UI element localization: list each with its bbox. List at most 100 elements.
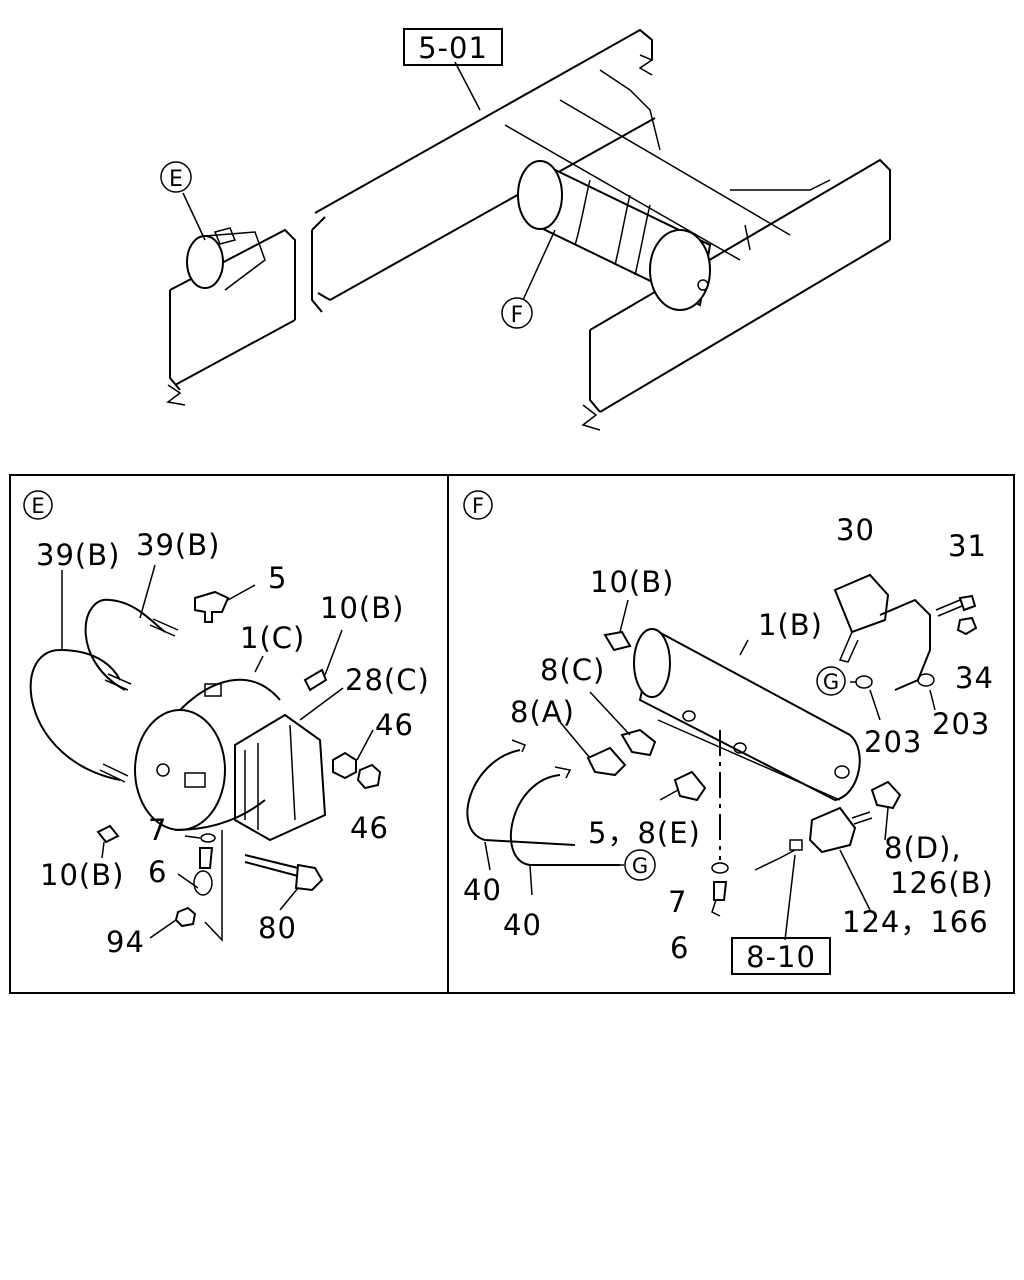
fitting-8a <box>586 746 627 777</box>
callout-e-circle <box>160 161 192 193</box>
fitting-8d <box>870 780 902 810</box>
label-28c: 28(C) <box>345 663 430 697</box>
ref-box-8-10 <box>731 937 831 975</box>
label-10b-f: 10(B) <box>590 565 674 599</box>
u-bolt-thread-a <box>99 763 129 783</box>
washer-203-a <box>855 675 873 689</box>
tank-e-plate <box>184 772 206 788</box>
label-5: 5 <box>268 561 287 595</box>
u-bolt-small <box>84 598 166 691</box>
bolt-80-head <box>294 863 324 892</box>
washer-7 <box>200 833 216 843</box>
marker-g-a-circle <box>816 666 846 696</box>
panel-f-marker: F <box>472 494 484 518</box>
strap-40-b <box>509 774 620 866</box>
panel-e: E <box>23 490 430 959</box>
sensor-wire <box>754 849 796 871</box>
frame-rail-right <box>581 158 891 431</box>
label-10b-bottom: 10(B) <box>40 858 124 892</box>
leader-39b-b <box>139 564 156 619</box>
elbow-fitting-5 <box>194 590 230 623</box>
label-46-b: 46 <box>350 811 389 845</box>
drain-cock-6-f <box>713 881 728 901</box>
bracket-31 <box>879 598 931 691</box>
tank-f-bottom <box>657 719 841 801</box>
drain-cock-6 <box>199 847 214 869</box>
leader-28c <box>299 687 344 721</box>
leader-8-10 <box>784 854 796 941</box>
label-6-f: 6 <box>670 931 689 965</box>
leader-10b-f <box>619 599 629 633</box>
plug-10b-bottom <box>96 824 120 844</box>
label-30: 30 <box>836 513 875 547</box>
label-31: 31 <box>948 529 987 563</box>
air-tank-f <box>517 160 712 311</box>
marker-g-b-circle <box>624 849 656 881</box>
label-7: 7 <box>148 813 167 847</box>
leader-46-a <box>356 729 374 761</box>
tank-f-end <box>633 628 671 698</box>
frame-rail-main <box>311 28 656 313</box>
leader-94-group <box>204 830 223 942</box>
leader-1b <box>739 639 749 656</box>
callout-f-label: F <box>511 303 524 328</box>
label-5-8e: 5，8(E) <box>588 816 701 850</box>
u-bolt-large <box>29 648 121 781</box>
label-39b-a: 39(B) <box>36 538 120 572</box>
tank-e-top-edge <box>179 678 281 711</box>
plug-10b-top <box>303 668 328 692</box>
leader-40-a <box>484 841 491 871</box>
nut-94 <box>174 906 197 928</box>
label-126b: 126(B) <box>890 866 994 900</box>
u-bolt-thread-b <box>104 673 132 691</box>
fitting-5-8e <box>673 770 707 802</box>
label-6: 6 <box>148 855 167 889</box>
washer-7-f <box>711 862 729 874</box>
leader-203-b <box>929 689 936 711</box>
panel-f: F <box>463 490 994 975</box>
leader-6 <box>177 873 199 889</box>
strap-40-hooks <box>511 739 572 779</box>
crossmember <box>504 69 831 261</box>
tank-f-port-a <box>682 710 696 722</box>
drain-cock-ring <box>193 870 213 896</box>
sensor-connector <box>789 839 803 851</box>
leader-5 <box>227 584 256 601</box>
leader-10b-bottom <box>101 841 105 859</box>
tank-f-port-c <box>834 765 850 779</box>
ref-box-5-01-label: 5-01 <box>418 31 488 65</box>
label-8c: 8(C) <box>540 653 605 687</box>
sensor-124-166 <box>808 806 857 854</box>
detail-panels-frame <box>9 474 1015 994</box>
leader-e <box>182 192 206 241</box>
leader-8a <box>559 721 591 759</box>
label-46-a: 46 <box>375 708 414 742</box>
leader-10b-top <box>324 629 343 676</box>
drain-cock-6-f-tip <box>711 899 721 917</box>
leader-5-8e <box>659 789 679 801</box>
callout-f-circle <box>501 297 533 329</box>
sensor-thread <box>851 811 873 825</box>
overview-illustration <box>166 28 891 431</box>
label-80: 80 <box>258 911 297 945</box>
label-124-166: 124，166 <box>842 905 989 939</box>
label-40-b: 40 <box>503 908 542 942</box>
label-34: 34 <box>955 661 994 695</box>
marker-g-b: G <box>632 854 648 878</box>
leader-7 <box>184 835 201 839</box>
plug-10b-f <box>603 630 632 652</box>
bracket-30-foot <box>838 631 859 663</box>
label-8d: 8(D), <box>884 831 962 865</box>
air-tank-e <box>186 227 266 291</box>
strap-40-a <box>466 749 576 846</box>
label-203-b: 203 <box>932 707 990 741</box>
frame-rail-left <box>166 228 296 406</box>
tank-e-end <box>134 709 226 831</box>
tank-e-top-port <box>204 683 222 697</box>
label-7-f: 7 <box>668 885 687 919</box>
marker-g-a: G <box>823 670 839 694</box>
bracket-e <box>234 713 327 842</box>
u-bolt-thread-c <box>149 618 179 637</box>
ref-box-8-10-label: 8-10 <box>746 940 816 974</box>
